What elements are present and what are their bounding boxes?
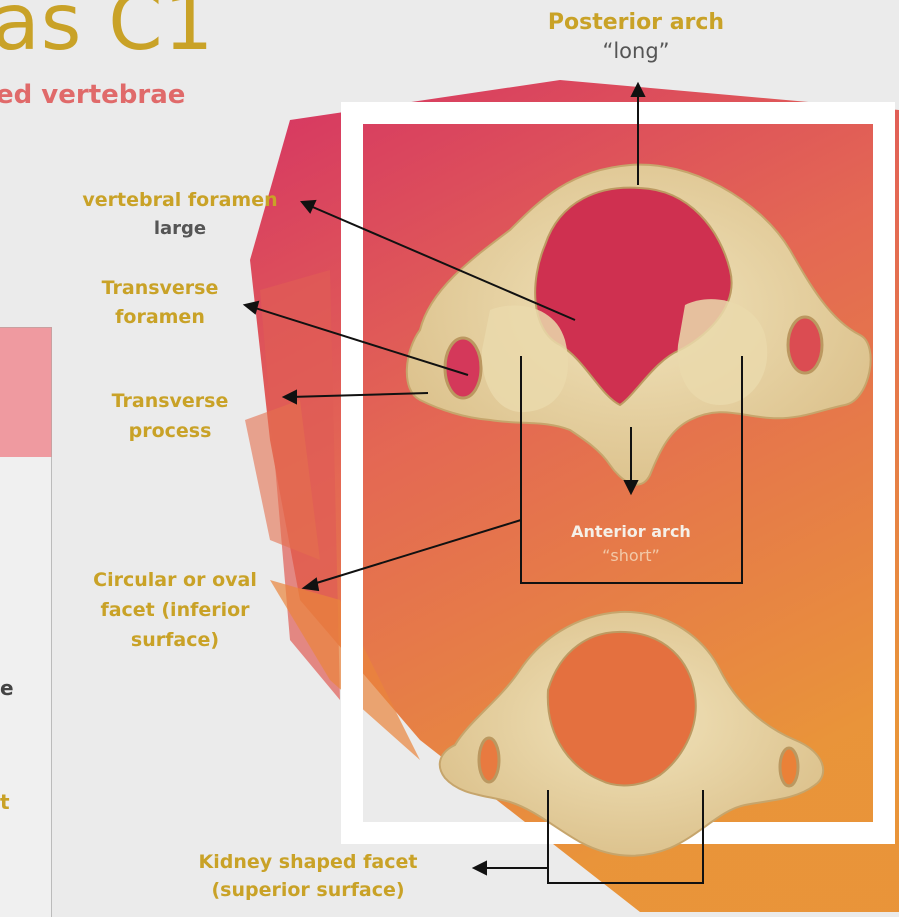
posterior-arch-note: “long” — [505, 39, 767, 63]
transverse-process-label-1: Transverse — [80, 388, 260, 414]
transverse-process-label-2: process — [80, 418, 260, 444]
vertebral-foramen-label: vertebral foramen — [80, 187, 280, 213]
anterior-arch-note: “short” — [535, 546, 727, 565]
anterior-arch-label: Anterior arch — [535, 522, 727, 541]
circular-facet-label-2: facet (inferior — [60, 597, 290, 623]
vertebral-foramen-note: large — [80, 218, 280, 239]
kidney-facet-label-1: Kidney shaped facet — [158, 849, 458, 875]
posterior-arch-label: Posterior arch — [505, 8, 767, 38]
circular-facet-label-1: Circular or oval — [60, 567, 290, 593]
transverse-foramen-label-2: foramen — [70, 304, 250, 330]
kidney-facet-label-2: (superior surface) — [158, 877, 458, 903]
transverse-foramen-label-1: Transverse — [70, 275, 250, 301]
circular-facet-label-3: surface) — [60, 627, 290, 653]
